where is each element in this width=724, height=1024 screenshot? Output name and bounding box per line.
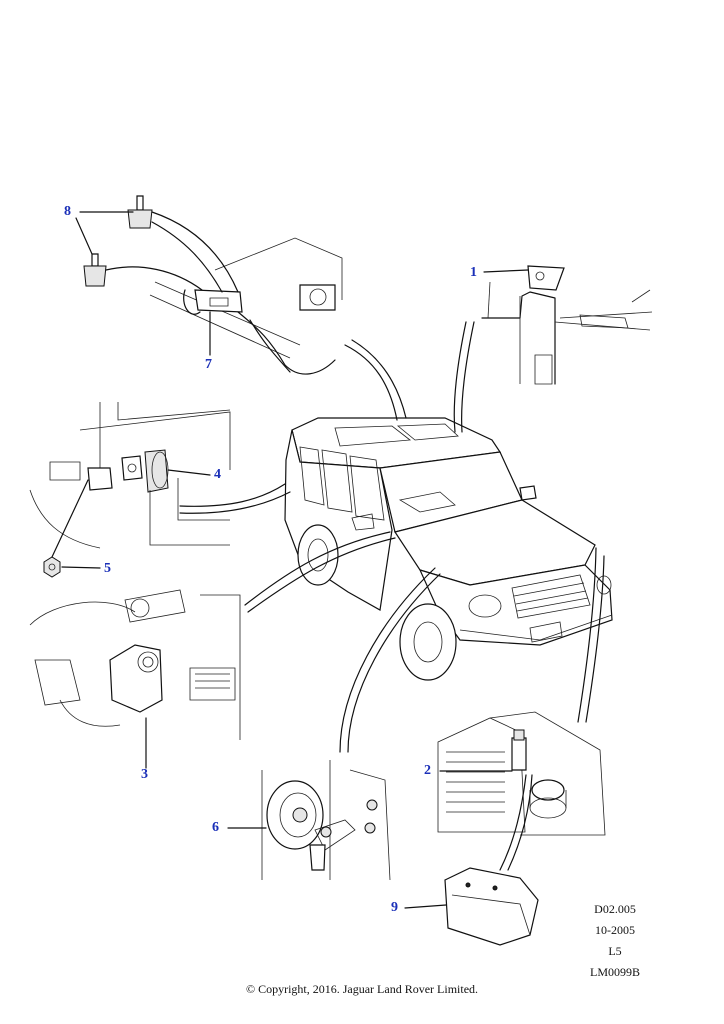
callout-9: 9: [391, 900, 398, 915]
detail-view-6: [261, 760, 391, 881]
detail-view-3: [29, 589, 241, 740]
callout-4: 4: [214, 467, 221, 482]
vehicle-illustration: [284, 417, 613, 681]
callout-7: 7: [205, 357, 212, 372]
callout-1: 1: [470, 265, 477, 280]
diagram-level: L5: [608, 944, 622, 958]
copyright-notice: © Copyright, 2016. Jaguar Land Rover Lim…: [245, 982, 479, 996]
detail-view-4-5: [29, 402, 231, 578]
callout-5: 5: [104, 561, 111, 576]
part-3-unit: [109, 644, 163, 713]
diagram-date: 10-2005: [595, 923, 635, 937]
part-4-unit: [144, 449, 169, 493]
part-2-switch: [511, 737, 527, 771]
detail-view-1: [481, 265, 653, 385]
callout-3: 3: [141, 767, 148, 782]
part-8-pins: [83, 195, 153, 287]
callout-6: 6: [212, 820, 219, 835]
part-1-clip: [527, 265, 565, 291]
detail-view-7-8: [83, 195, 343, 375]
callout-8: 8: [64, 204, 71, 219]
diagram-code: D02.005: [594, 902, 636, 916]
part-7-connector: [194, 289, 243, 313]
callout-arrows: [61, 211, 529, 909]
detail-view-2: [437, 711, 606, 836]
part-5-nut: [43, 556, 61, 578]
leader-lines: [179, 321, 605, 871]
callout-2: 2: [424, 763, 431, 778]
drawing-ref: LM0099B: [589, 965, 640, 979]
part-9-cover: [444, 867, 539, 946]
